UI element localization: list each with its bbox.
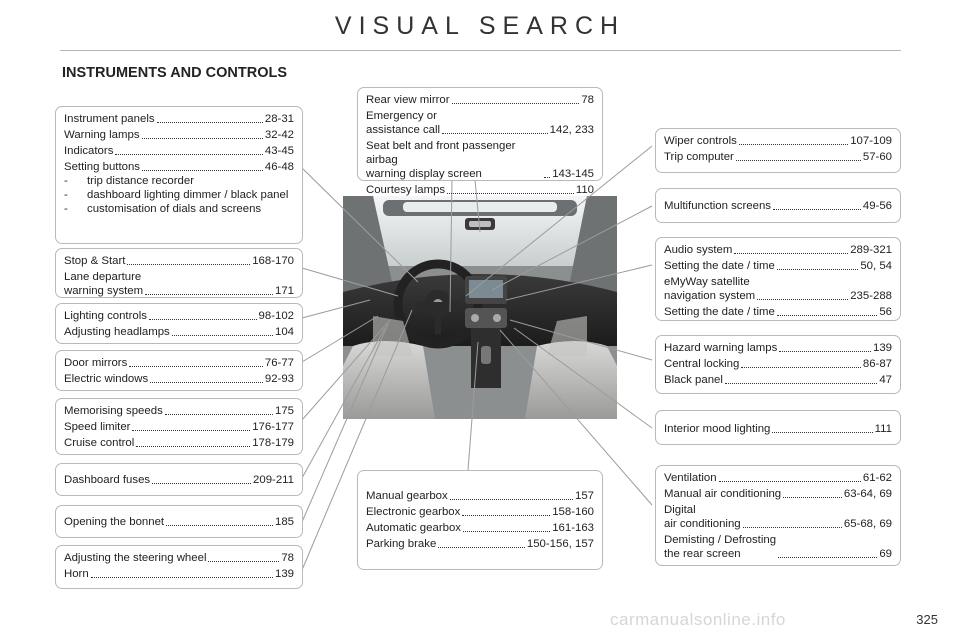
section-heading: INSTRUMENTS AND CONTROLS: [62, 65, 288, 81]
watermark: carmanualsonline.info: [610, 610, 786, 629]
page-title: VISUAL SEARCH: [334, 12, 626, 40]
sub-item: -trip distance recorder: [64, 175, 194, 187]
page-number: 325: [916, 612, 938, 627]
cockpit-photo: [343, 196, 617, 419]
sub-item: -customisation of dials and screens: [64, 203, 262, 215]
sub-item: -dashboard lighting dimmer / black panel: [64, 189, 289, 201]
index-entry[interactable]: Seat belt and front passenger airbag war…: [366, 140, 594, 180]
title-divider: [60, 50, 901, 51]
